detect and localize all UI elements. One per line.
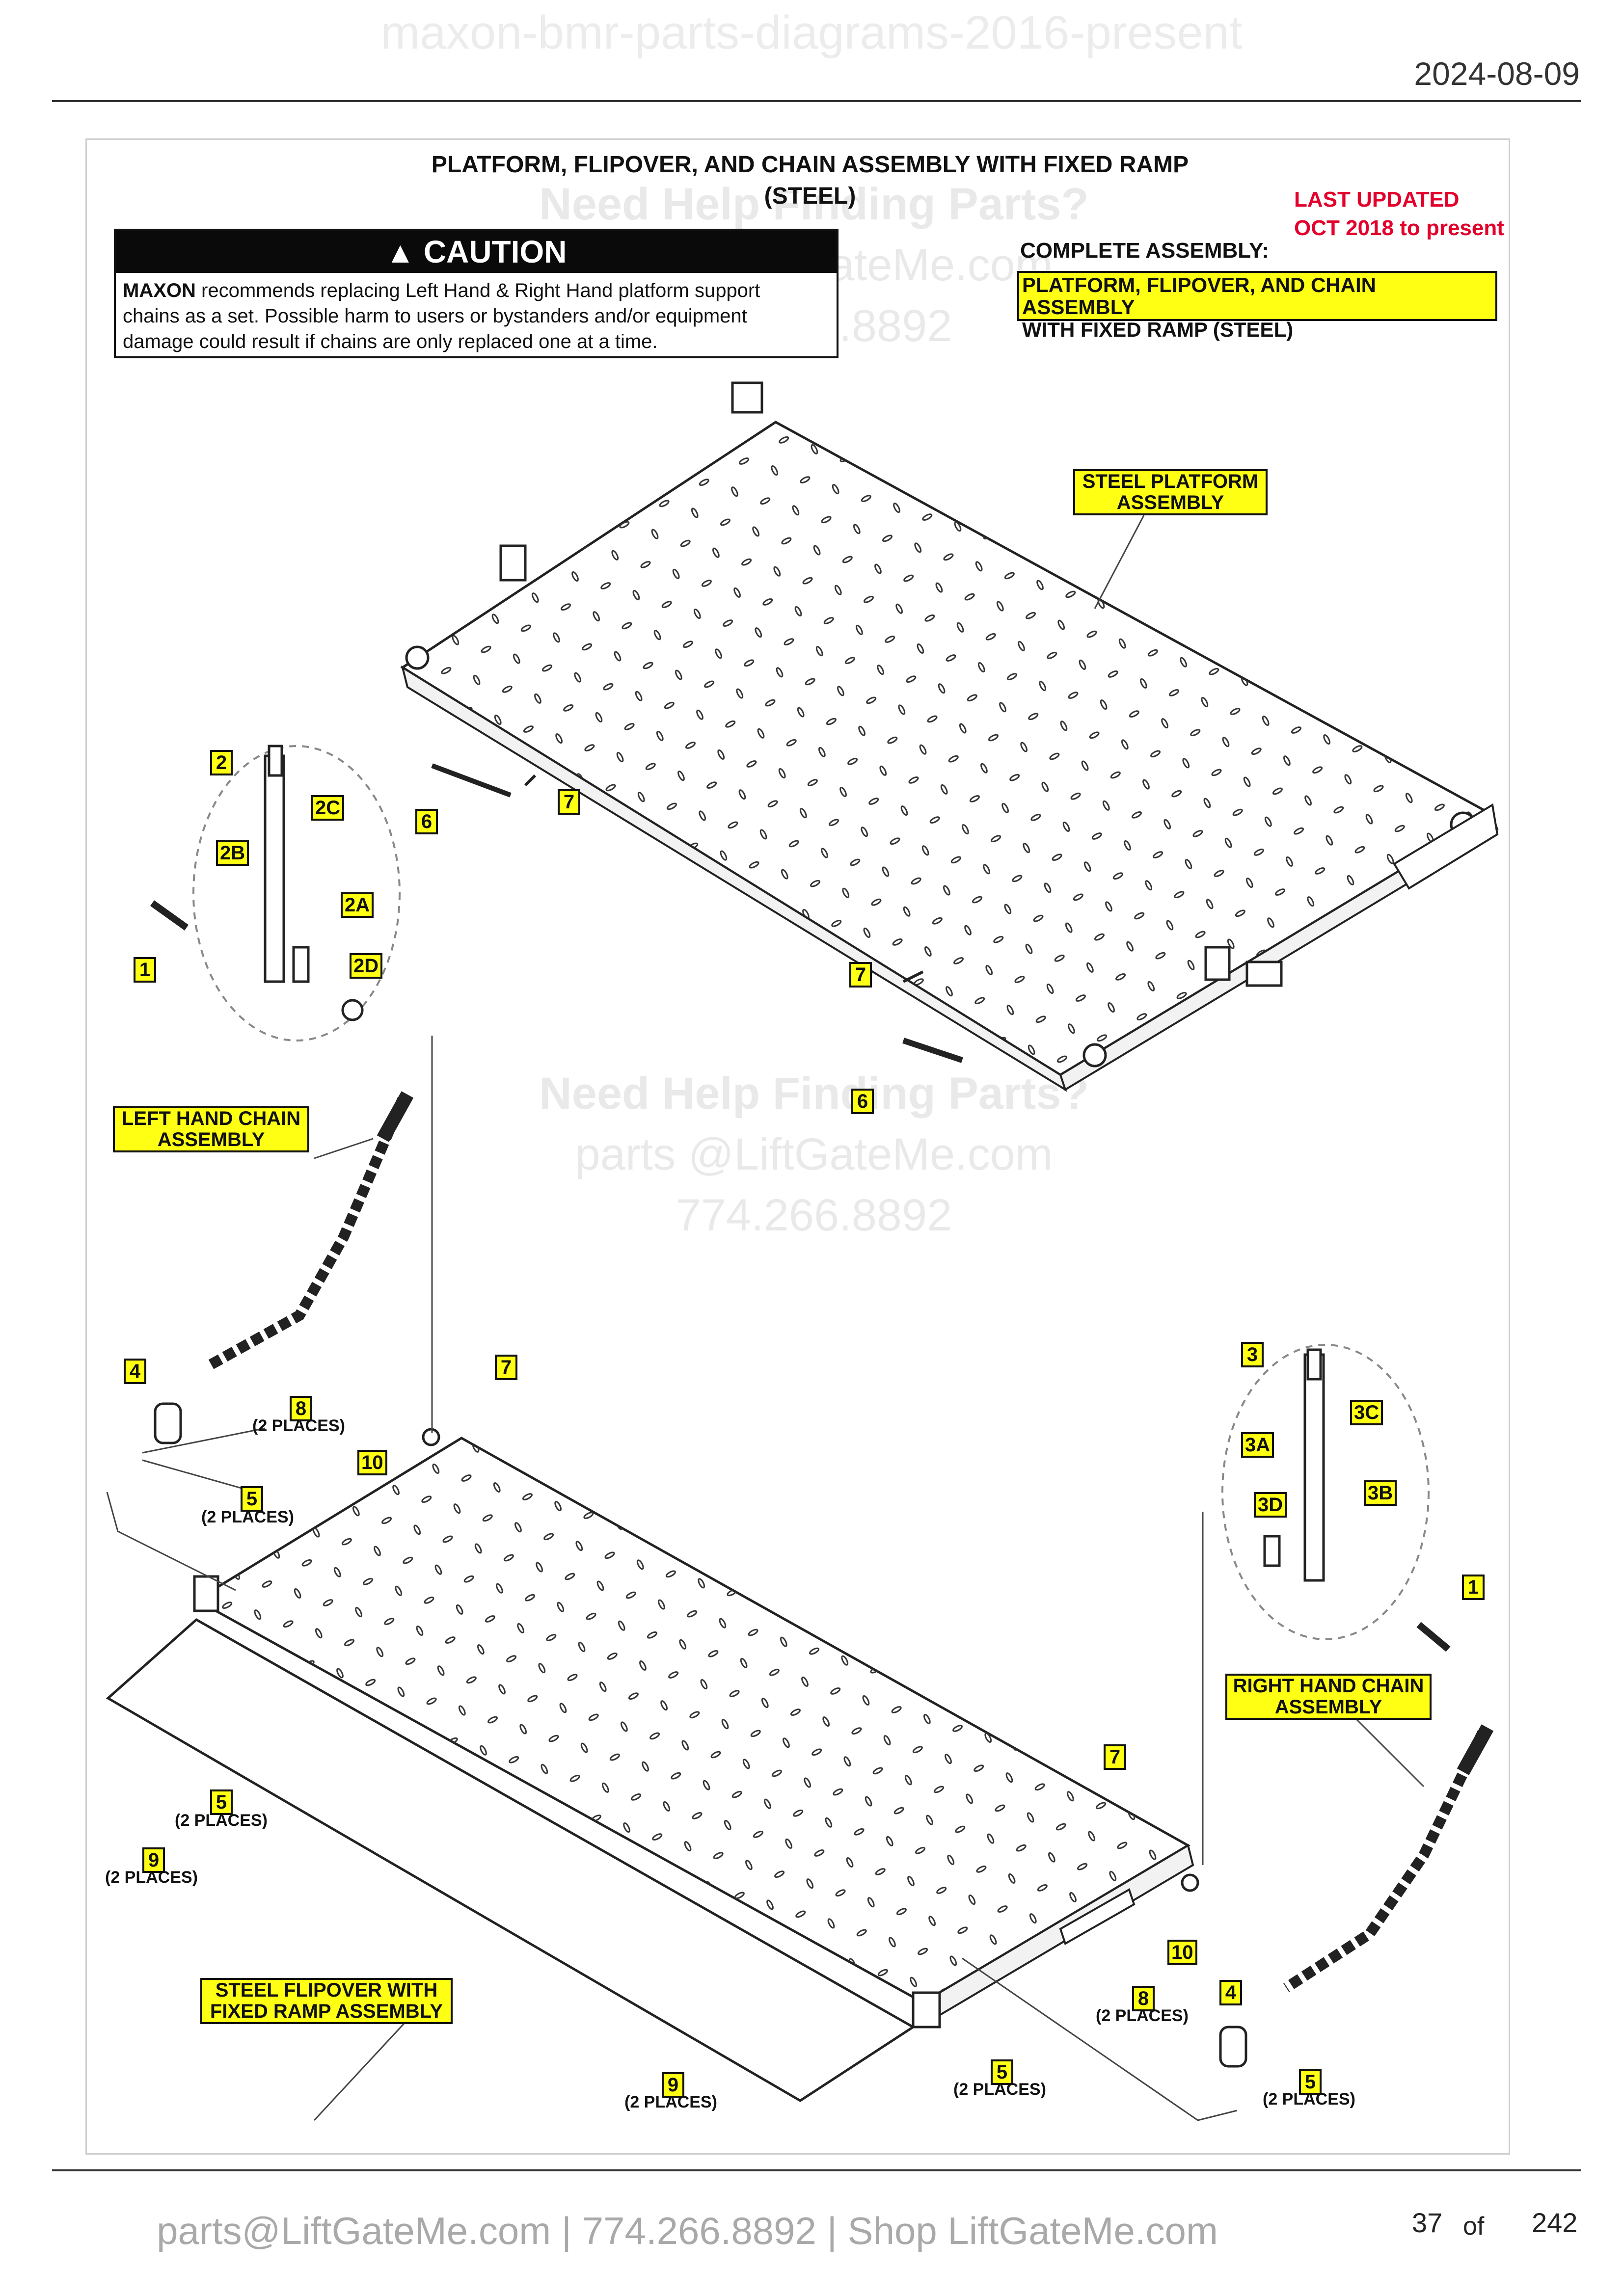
callout-3d: 3D [1254,1492,1287,1518]
callout-2: 2 [210,750,233,775]
page-current: 37 [1412,2207,1443,2238]
complete-assembly-label: COMPLETE ASSEMBLY: [1020,239,1269,263]
left-chain-drawing [154,1091,414,1444]
callout-1-right: 1 [1462,1575,1485,1600]
callout-6-mid: 6 [851,1089,874,1114]
left-hand-chain-label-line1: LEFT HAND CHAIN [121,1108,301,1129]
caution-line1: MAXON recommends replacing Left Hand & R… [123,278,830,303]
callout-2c: 2C [311,795,345,821]
top-watermark-url: maxon-bmr-parts-diagrams-2016-present [380,6,1243,59]
right-chain-arm-drawing [1221,1344,1451,1652]
right-hand-chain-label-line2: ASSEMBLY [1274,1696,1382,1718]
diagram-title-line1: PLATFORM, FLIPOVER, AND CHAIN ASSEMBLY W… [431,152,1189,178]
callout-5-lower-left: 5 [210,1789,233,1815]
places-5-bottom-right: (2 PLACES) [1263,2090,1355,2109]
caution-line1-rest: recommends replacing Left Hand & Right H… [195,280,760,301]
places-5-lower-left: (2 PLACES) [175,1811,268,1830]
callout-3a: 3A [1241,1432,1274,1458]
caution-line3: damage could result if chains are only r… [123,331,658,352]
steel-platform-label: STEEL PLATFORM ASSEMBLY [1073,469,1268,515]
footer-rule [52,2169,1581,2171]
callout-4-left: 4 [124,1359,146,1384]
caution-brand: MAXON [123,280,196,301]
callout-2b: 2B [216,840,249,866]
complete-assembly-line1: PLATFORM, FLIPOVER, AND CHAIN ASSEMBLY [1022,273,1376,319]
callout-4-right: 4 [1219,1980,1242,2005]
callout-2a: 2A [341,892,374,918]
callout-5-bottom: 5 [991,2059,1013,2085]
callout-5-bottom-right: 5 [1299,2069,1322,2095]
callout-3: 3 [1241,1342,1264,1367]
callout-8-right: 8 [1132,1986,1155,2011]
callout-2d: 2D [350,953,383,979]
watermark-phone-2: 774.266.8892 [676,1190,952,1240]
callout-10-right: 10 [1167,1940,1197,1965]
callout-3c: 3C [1350,1400,1383,1425]
complete-assembly-line2: WITH FIXED RAMP (STEEL) [1022,318,1294,341]
right-chain-drawing [1219,1724,1494,2068]
caution-header: ▲ CAUTION [116,231,837,273]
places-8-left: (2 PLACES) [252,1416,345,1435]
warning-triangle-icon: ▲ [385,236,415,269]
places-5-bottom: (2 PLACES) [953,2080,1046,2099]
watermark-email-2: parts @LiftGateMe.com [575,1129,1053,1179]
caution-box: ▲ CAUTION MAXON recommends replacing Lef… [114,229,839,358]
footer-contact-link[interactable]: parts@LiftGateMe.com | 774.266.8892 | Sh… [157,2209,1218,2252]
callout-8-left: 8 [290,1396,312,1421]
complete-assembly-box: PLATFORM, FLIPOVER, AND CHAIN ASSEMBLY W… [1017,271,1497,341]
right-hand-chain-label: RIGHT HAND CHAIN ASSEMBLY [1225,1674,1432,1720]
callout-7-upper: 7 [558,789,580,815]
callout-3b: 3B [1364,1480,1397,1506]
callout-1-left: 1 [134,957,156,983]
diagram-title-line2: (STEEL) [764,183,856,209]
callout-7-lower-left: 7 [495,1355,517,1380]
callout-7-lower-right: 7 [1104,1744,1126,1770]
steel-flipover-label-line1: STEEL FLIPOVER WITH [215,1979,438,2001]
places-9-left: (2 PLACES) [105,1868,198,1887]
left-hand-chain-label: LEFT HAND CHAIN ASSEMBLY [113,1106,309,1152]
flipover-ramp-drawing [106,1428,1199,2102]
left-chain-arm-drawing [150,745,963,1063]
watermark-help-2: Need Help Finding Parts? [539,1068,1089,1119]
callout-6-upper: 6 [415,809,438,834]
right-hand-chain-label-line1: RIGHT HAND CHAIN [1233,1675,1424,1697]
steel-platform-label-line2: ASSEMBLY [1116,492,1224,514]
callout-9-left: 9 [142,1847,165,1873]
page-total: 242 [1532,2207,1578,2238]
places-5-left: (2 PLACES) [201,1508,294,1526]
places-9-bottom: (2 PLACES) [624,2093,717,2111]
diagram-frame [85,138,1510,2155]
steel-platform-drawing [400,381,1499,1092]
steel-platform-label-line1: STEEL PLATFORM [1082,471,1259,492]
steel-flipover-label: STEEL FLIPOVER WITH FIXED RAMP ASSEMBLY [200,1978,453,2024]
caution-line2: chains as a set. Possible harm to users … [123,305,747,327]
steel-flipover-label-line2: FIXED RAMP ASSEMBLY [210,2001,443,2023]
left-hand-chain-label-line2: ASSEMBLY [157,1129,265,1151]
header-rule [52,100,1581,102]
page-date: 2024-08-09 [1414,55,1580,92]
page-of: of [1463,2212,1485,2241]
last-updated-line2: OCT 2018 to present [1294,216,1504,240]
caution-heading: CAUTION [423,234,567,269]
callout-10-left: 10 [357,1450,387,1475]
callout-9-bottom: 9 [662,2072,684,2098]
callout-5-left: 5 [241,1486,263,1512]
last-updated: LAST UPDATED OCT 2018 to present [1294,186,1504,242]
caution-text: MAXON recommends replacing Left Hand & R… [116,273,837,359]
places-8-right: (2 PLACES) [1096,2006,1189,2025]
last-updated-line1: LAST UPDATED [1294,187,1460,212]
watermark-help-1: Need Help Finding Parts? [539,179,1089,229]
callout-7-mid: 7 [849,962,872,988]
